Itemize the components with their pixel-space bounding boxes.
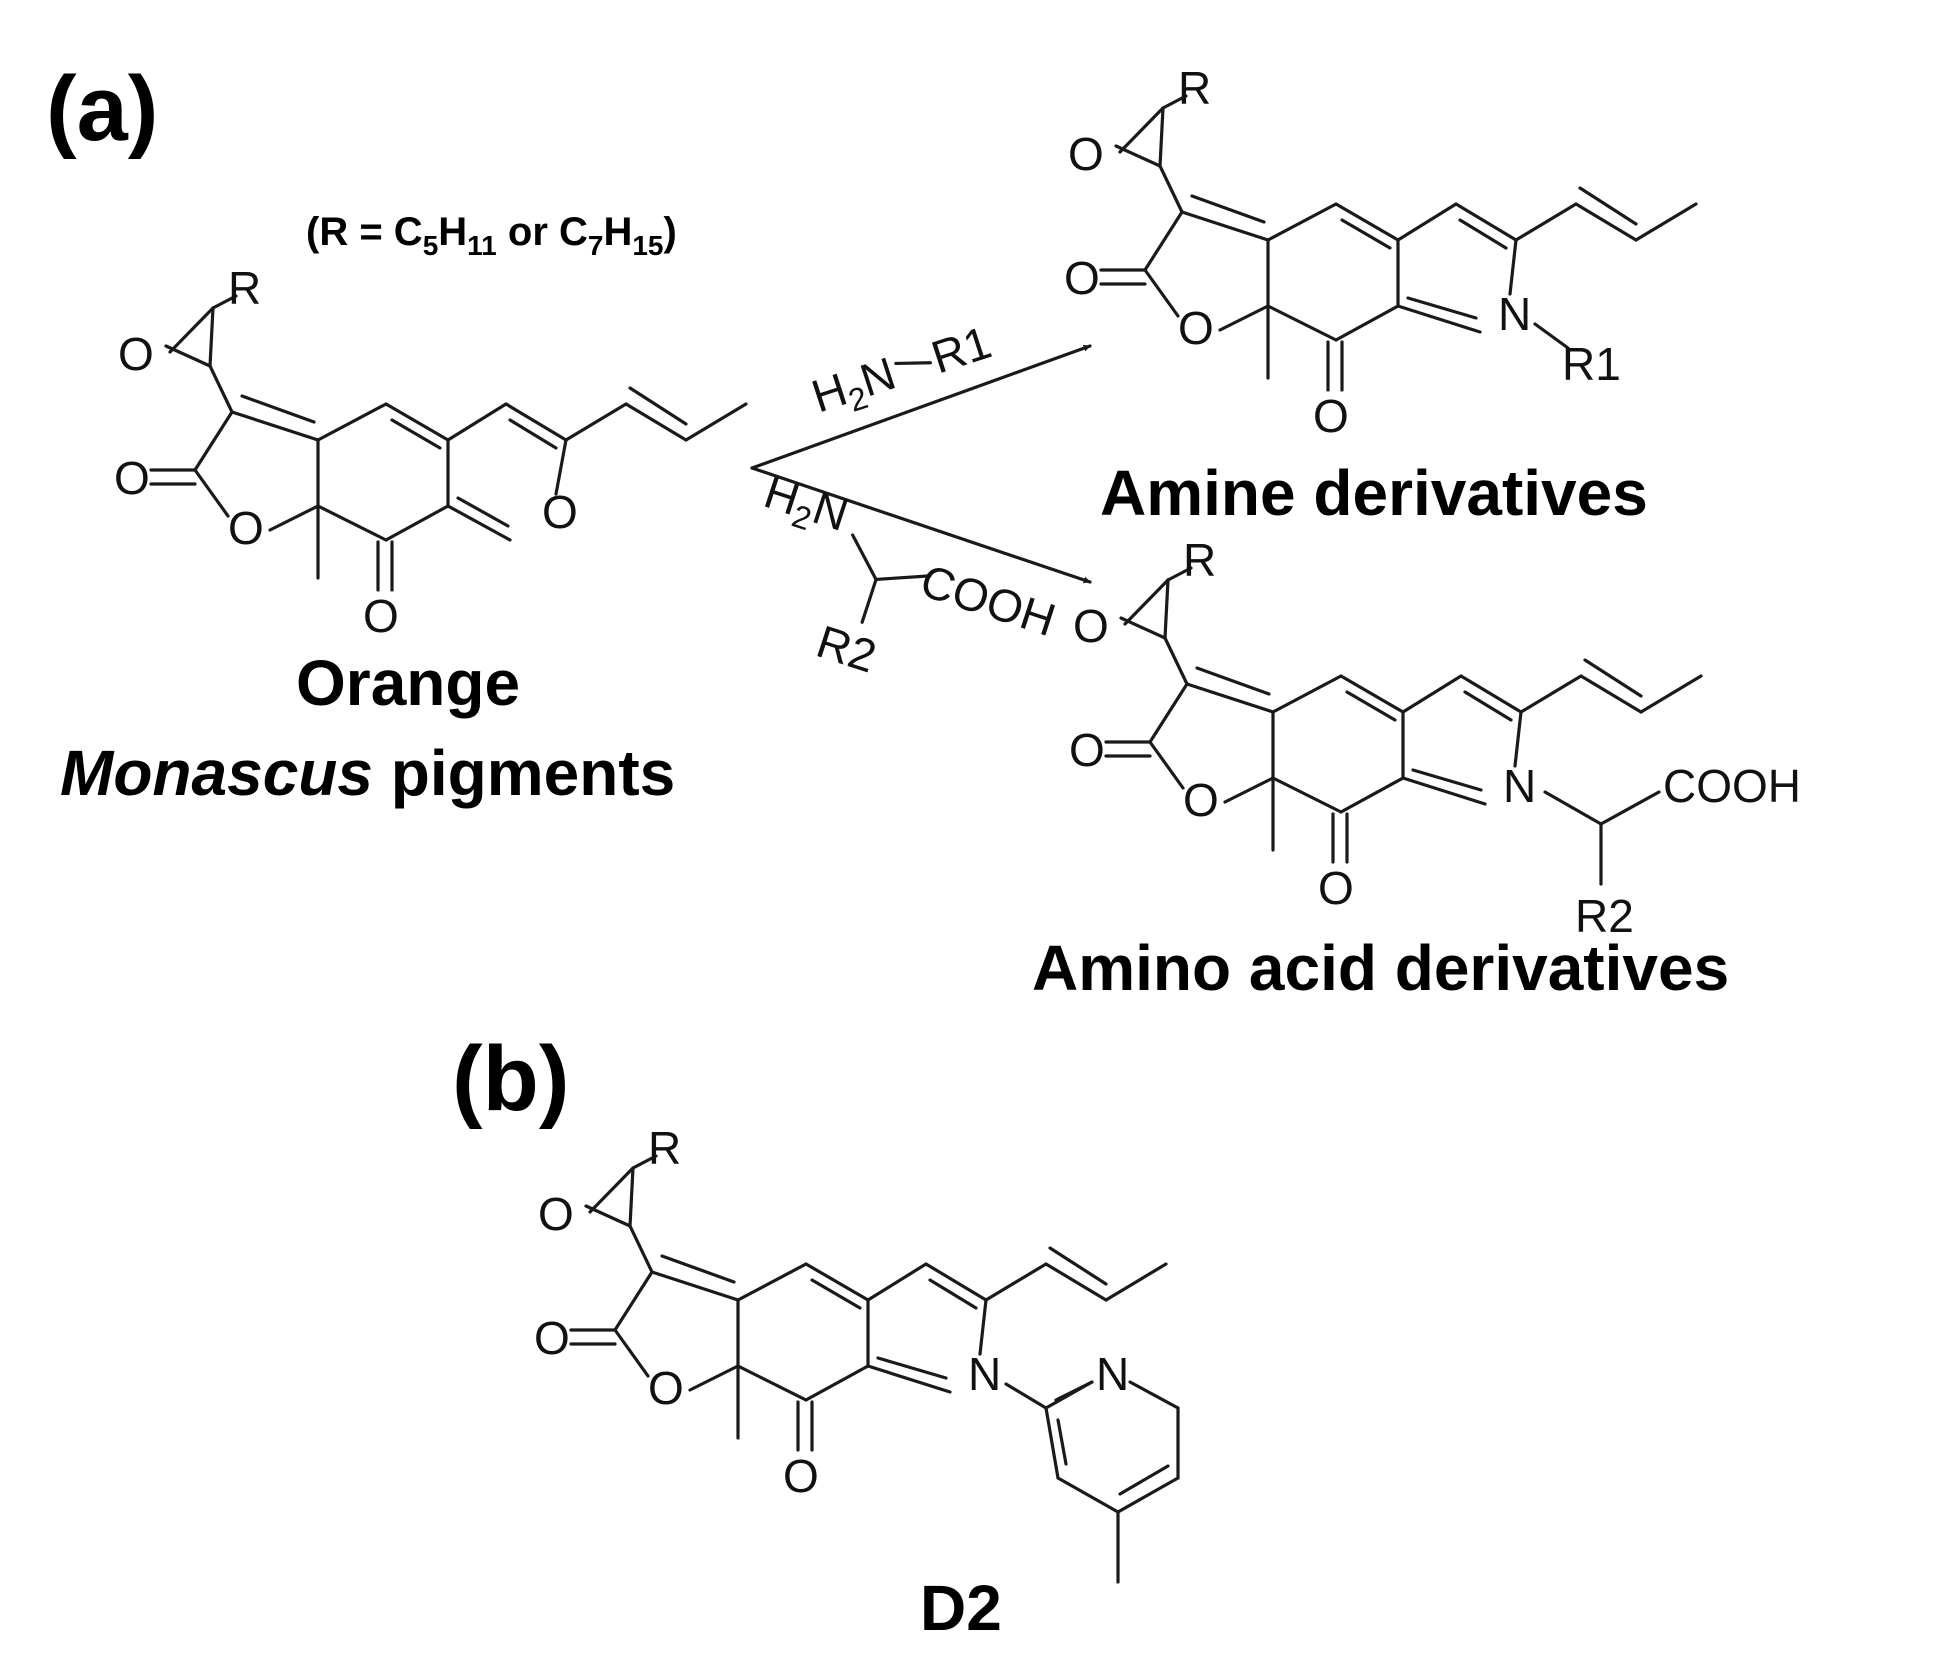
svg-text:COOH: COOH [914,554,1061,646]
svg-text:COOH: COOH [1663,760,1801,812]
svg-text:R2: R2 [811,615,883,683]
amine-derivative-structure: R O O O N R1 O [1064,62,1698,442]
svg-text:N: N [1503,760,1536,812]
svg-text:O: O [1178,302,1214,354]
svg-text:O: O [1073,600,1109,652]
svg-text:O: O [783,1450,819,1502]
svg-text:R: R [228,262,261,314]
amino-acid-derivative-structure: R O O O N COOH R2 O [1069,534,1801,942]
panel-a-label: (a) [46,58,158,160]
arrow-to-amino-acid [750,466,1092,584]
svg-text:H2N: H2N [805,347,903,429]
svg-text:R: R [1183,534,1216,586]
svg-text:N: N [968,1348,1001,1400]
svg-text:R1: R1 [925,316,997,384]
reagent-amine: H2N R1 [805,316,997,429]
svg-text:N: N [1498,288,1531,340]
svg-text:R1: R1 [1562,338,1621,390]
svg-text:O: O [534,1312,570,1364]
r-definition-note: (R = C5H11 or C7H15) [306,210,677,261]
caption-amine-derivatives: Amine derivatives [1100,457,1648,529]
svg-text:H2N: H2N [756,465,854,547]
caption-amino-acid-derivatives: Amino acid derivatives [1032,932,1729,1004]
caption-d2: D2 [920,1572,1002,1644]
svg-text:R2: R2 [1575,890,1634,942]
d2-structure: R O O O N N O [534,1122,1180,1584]
svg-text:O: O [1318,862,1354,914]
svg-text:O: O [1069,724,1105,776]
svg-text:O: O [228,502,264,554]
svg-text:O: O [1183,774,1219,826]
caption-monascus-pigments: Monascus pigments [60,737,675,809]
svg-text:O: O [1313,390,1349,442]
svg-text:R: R [1178,62,1211,114]
svg-text:R: R [648,1122,681,1174]
orange-pigment-structure: R O O O O O [114,262,748,642]
svg-text:O: O [118,328,154,380]
reagent-amino-acid: H2N COOH R2 [756,465,1062,683]
svg-text:O: O [363,590,399,642]
svg-text:O: O [1064,252,1100,304]
panel-b-label: (b) [452,1028,569,1130]
svg-text:O: O [1068,128,1104,180]
arrow-to-amine [750,344,1092,470]
svg-text:O: O [114,452,150,504]
svg-text:O: O [648,1362,684,1414]
svg-text:O: O [538,1188,574,1240]
svg-text:N: N [1096,1348,1129,1400]
caption-orange: Orange [296,647,520,719]
svg-text:O: O [542,486,578,538]
